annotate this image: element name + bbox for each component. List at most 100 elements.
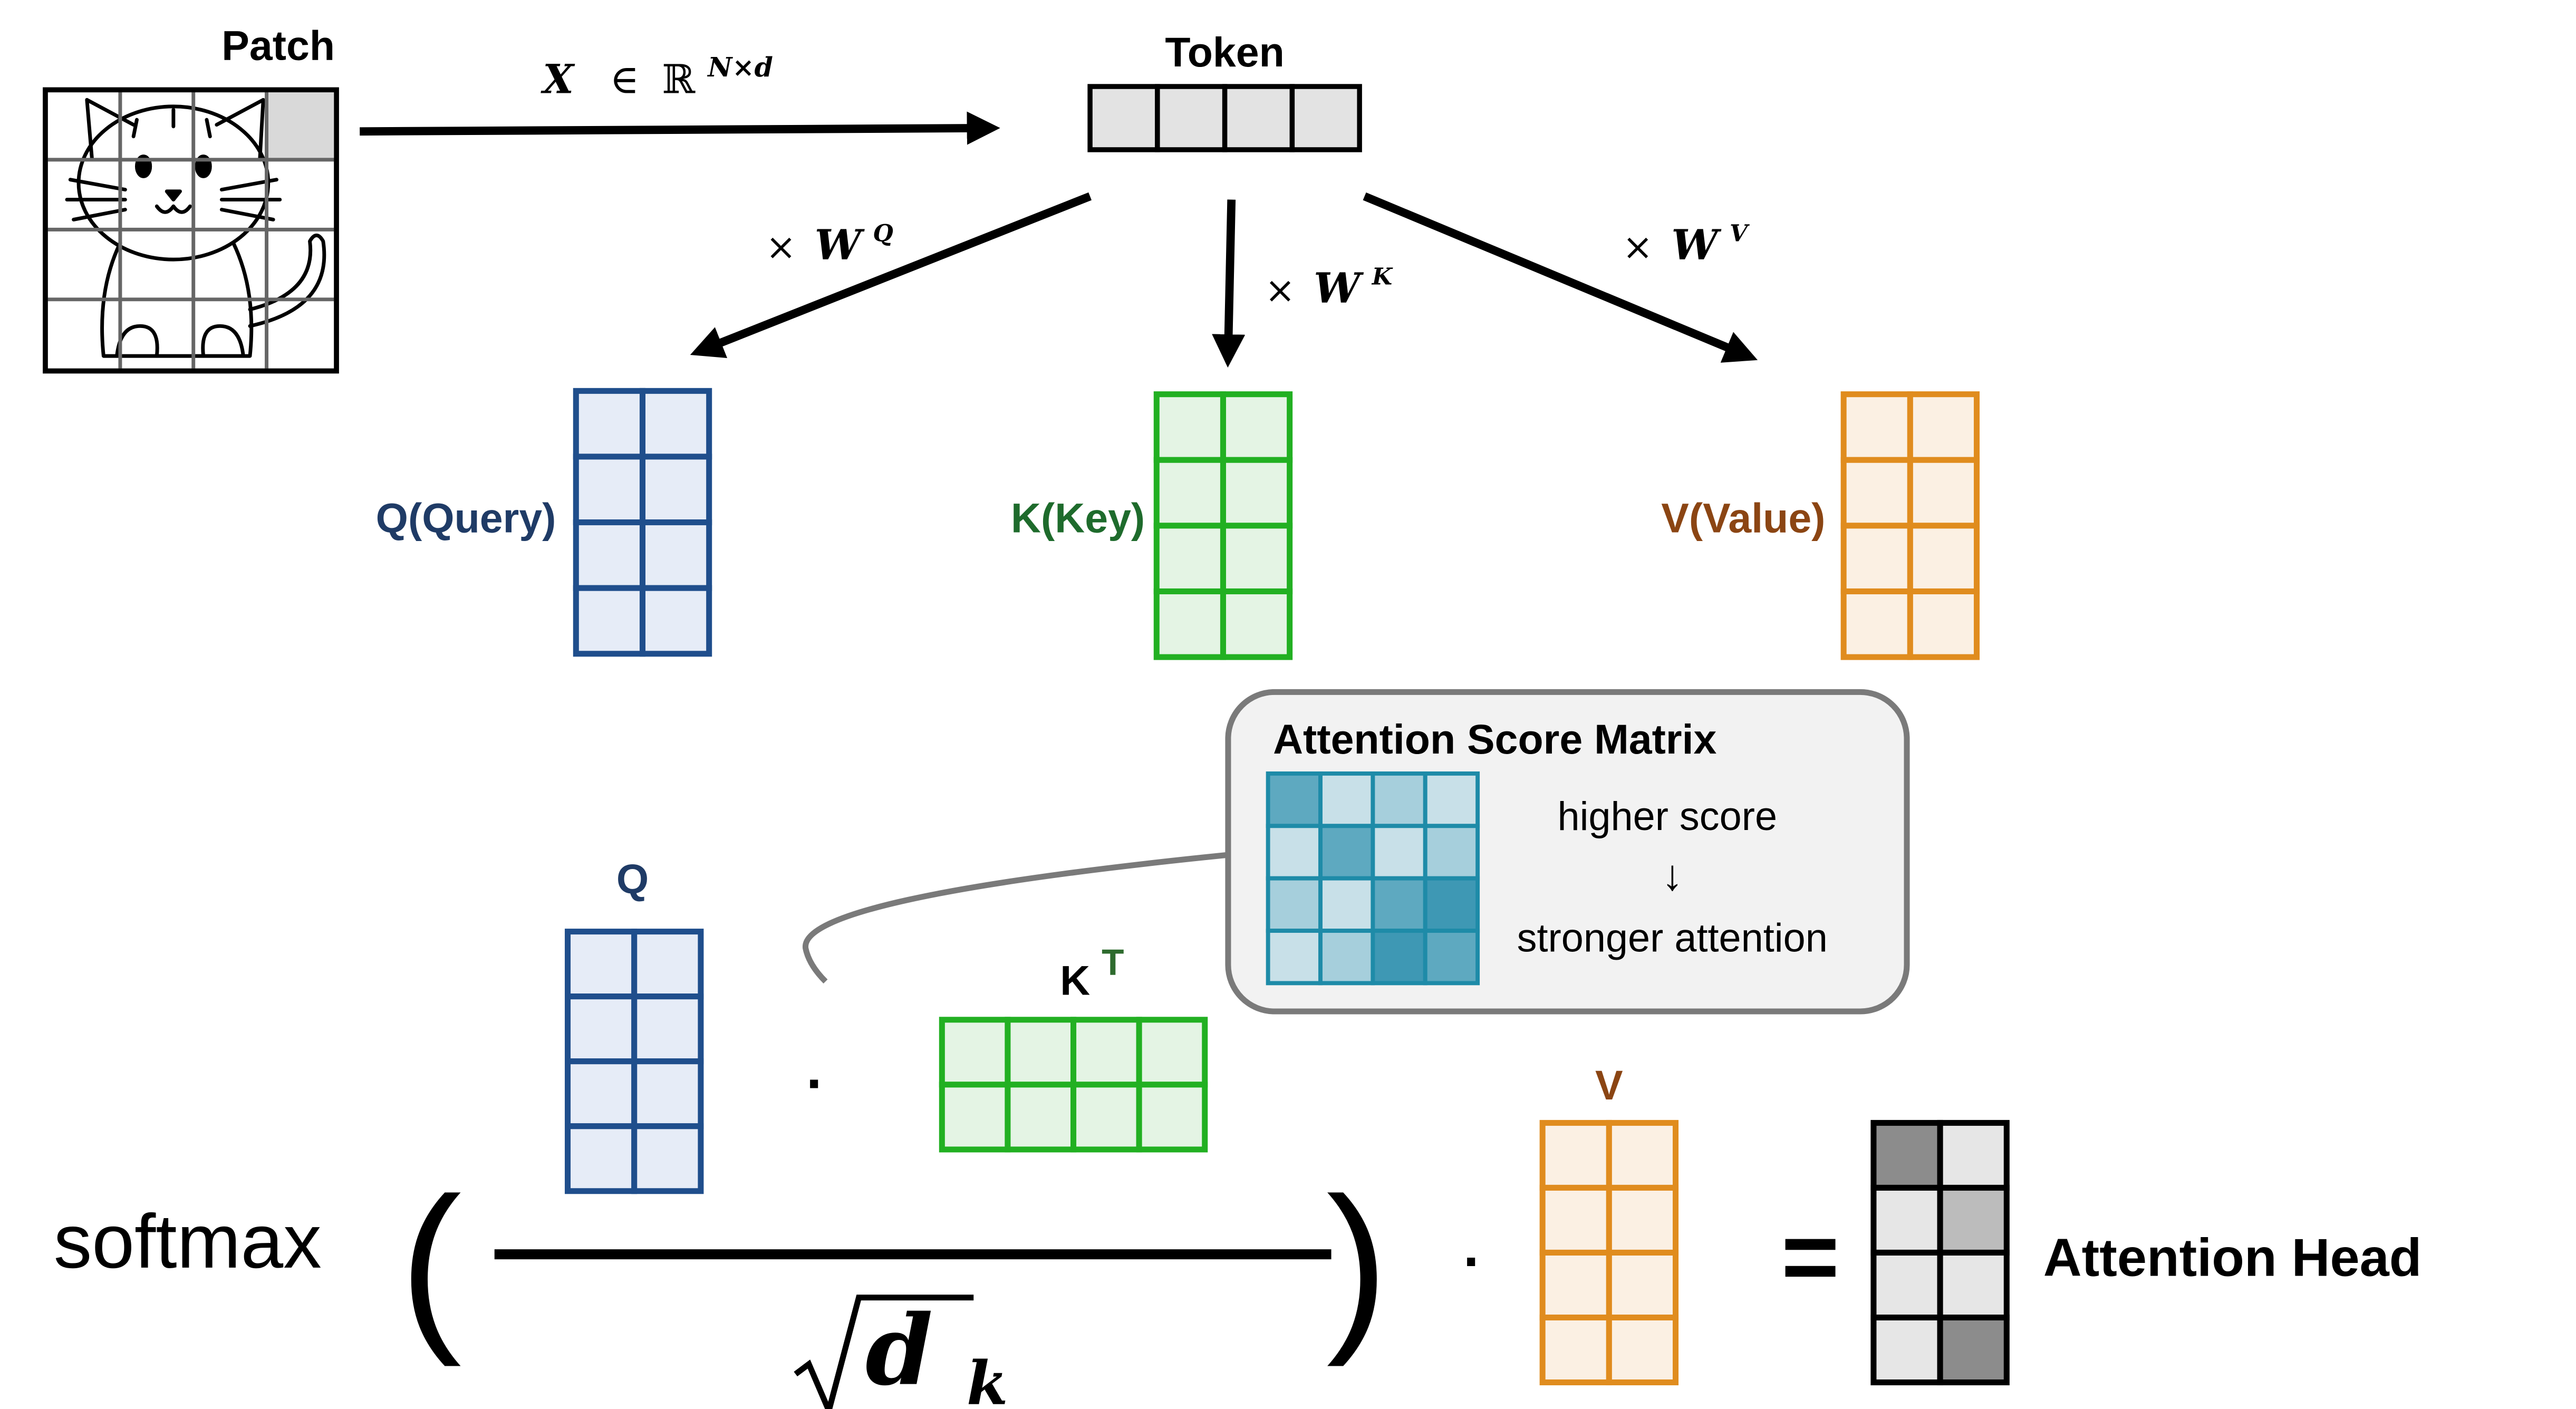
key-cell <box>1220 391 1293 463</box>
query-matrix <box>573 388 712 657</box>
score-cell <box>1371 771 1427 828</box>
score-cell <box>1318 929 1375 986</box>
value-cell <box>1907 588 1980 660</box>
key-cell <box>1220 588 1293 660</box>
score-cell <box>1423 929 1480 986</box>
value-projection-arrow <box>1363 192 1758 363</box>
formula-query-cell <box>631 1058 704 1130</box>
formula-value-cell <box>1539 1314 1612 1386</box>
equals-sign: = <box>1781 1201 1840 1313</box>
formula-value-matrix <box>1539 1120 1679 1386</box>
down-arrow-icon: ↓ <box>1662 852 1683 900</box>
formula-value-cell <box>1539 1184 1612 1256</box>
close-paren: ) <box>1326 1159 1388 1368</box>
query-cell <box>639 388 712 460</box>
score-cell <box>1266 771 1323 828</box>
attention-head-cell <box>1937 1314 2010 1386</box>
token-box <box>1087 84 1362 152</box>
formula-query-cell <box>565 993 638 1065</box>
dk-term: d k <box>865 1294 1008 1409</box>
patch-grid <box>45 90 337 371</box>
value-cell <box>1907 457 1980 529</box>
wv-label: × W V <box>1623 220 1750 269</box>
formula-value-cell <box>1606 1314 1679 1386</box>
formula-k-label: K T <box>1060 942 1124 1004</box>
score-cell <box>1423 876 1480 933</box>
attention-head-cell <box>1937 1120 2010 1191</box>
callout-connector <box>803 852 1227 984</box>
value-cell <box>1907 523 1980 595</box>
score-cell <box>1266 876 1323 933</box>
formula-key-cell <box>1136 1017 1208 1088</box>
formula-key-cell <box>1070 1082 1142 1153</box>
formula-key-cell <box>939 1082 1011 1153</box>
patch-label: Patch <box>221 23 335 69</box>
key-projection-arrow <box>1212 199 1246 368</box>
query-cell <box>573 585 646 657</box>
formula-query-cell <box>565 1058 638 1130</box>
formula-key-cell <box>1005 1082 1077 1153</box>
score-cell <box>1371 876 1427 933</box>
token-cell <box>1222 84 1295 152</box>
formula-key-cell <box>1070 1017 1142 1088</box>
stronger-attention-text: stronger attention <box>1517 915 1828 960</box>
value-cell <box>1840 457 1913 529</box>
dot-operator-1: · <box>806 1052 825 1115</box>
formula-value-cell <box>1539 1249 1612 1321</box>
value-cell <box>1907 391 1980 463</box>
formula-key-cell <box>939 1017 1011 1088</box>
attention-head-matrix <box>1870 1120 2010 1386</box>
attention-head-label: Attention Head <box>2043 1229 2422 1288</box>
softmax-label: softmax <box>54 1199 322 1284</box>
wq-label: × W Q <box>766 220 893 269</box>
key-cell <box>1153 588 1226 660</box>
formula-value-cell <box>1606 1184 1679 1256</box>
key-cell <box>1153 457 1226 529</box>
score-cell <box>1423 771 1480 828</box>
value-matrix <box>1840 391 1980 660</box>
score-cell <box>1318 876 1375 933</box>
query-cell <box>573 519 646 591</box>
token-cell <box>1289 84 1362 152</box>
attention-head-cell <box>1870 1184 1943 1256</box>
token-cell <box>1087 84 1160 152</box>
formula-query-cell <box>631 1123 704 1194</box>
formula-key-cell <box>1005 1017 1077 1088</box>
formula-key-transpose-matrix <box>939 1017 1208 1153</box>
formula-value-cell <box>1606 1120 1679 1191</box>
attention-head-cell <box>1937 1249 2010 1321</box>
formula-value-cell <box>1539 1120 1612 1191</box>
key-cell <box>1220 457 1293 529</box>
score-cell <box>1423 824 1480 881</box>
sqrt-symbol <box>794 1295 974 1409</box>
score-cell <box>1318 824 1375 881</box>
key-cell <box>1220 523 1293 595</box>
formula-query-matrix <box>565 929 704 1194</box>
token-cell <box>1155 84 1228 152</box>
key-cell <box>1153 523 1226 595</box>
value-cell <box>1840 391 1913 463</box>
wk-label: × W K <box>1265 263 1393 313</box>
attention-head-cell <box>1937 1184 2010 1256</box>
patch-image <box>43 87 339 374</box>
value-cell <box>1840 588 1913 660</box>
score-title: Attention Score Matrix <box>1273 716 1716 763</box>
formula-query-cell <box>631 993 704 1065</box>
score-cell <box>1371 824 1427 881</box>
score-cell <box>1266 929 1323 986</box>
key-label: K(Key) <box>1011 495 1145 541</box>
attention-head-cell <box>1870 1314 1943 1386</box>
key-cell <box>1153 391 1226 463</box>
value-cell <box>1840 523 1913 595</box>
formula-key-cell <box>1136 1082 1208 1153</box>
query-cell <box>639 585 712 657</box>
score-cell <box>1371 929 1427 986</box>
formula-q-label: Q <box>616 856 649 902</box>
embedding-arrow <box>360 111 1000 145</box>
formula-v-label: V <box>1595 1062 1623 1108</box>
formula-query-cell <box>631 929 704 1000</box>
token-label: Token <box>1165 29 1284 75</box>
open-paren: ( <box>400 1159 462 1368</box>
attention-head-cell <box>1870 1249 1943 1321</box>
